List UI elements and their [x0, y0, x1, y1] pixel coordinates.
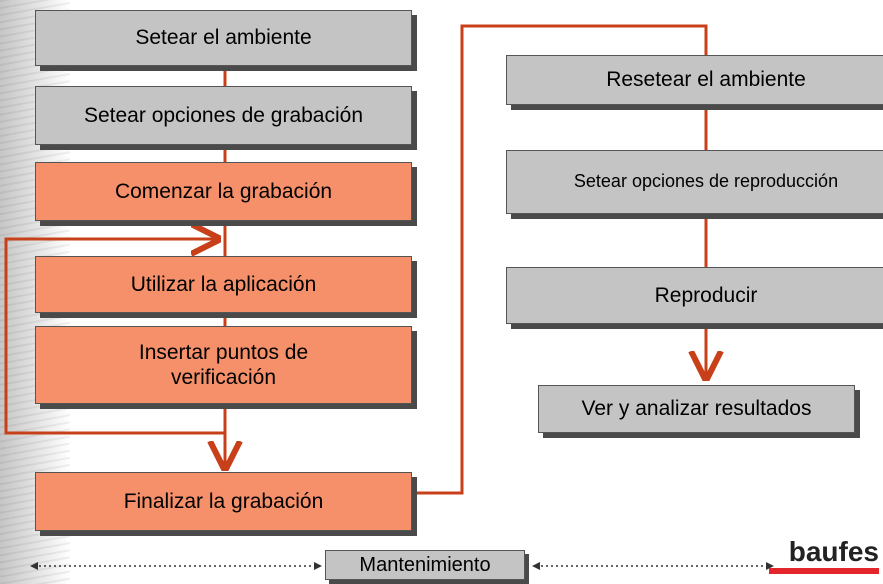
- step-use-application: Utilizar la aplicación: [35, 256, 412, 313]
- logo-underline: [769, 568, 879, 574]
- step-label: Setear opciones de reproducción: [573, 171, 839, 192]
- step-setup-recording-options: Setear opciones de grabación: [35, 86, 412, 145]
- cross-connector: [412, 24, 708, 495]
- maintenance-arrowhead-mid-right: [532, 562, 540, 570]
- step-setup-playback-options: Setear opciones de reproducción: [506, 150, 883, 214]
- maintenance-text: Mantenimiento: [359, 554, 491, 576]
- step-playback: Reproducir: [506, 267, 883, 324]
- step-label: Reproducir: [654, 283, 758, 307]
- step-label: Insertar puntos de verificación: [138, 340, 309, 389]
- step-setup-environment: Setear el ambiente: [35, 10, 412, 66]
- baufes-logo: baufes: [769, 536, 879, 576]
- loop-connector: [4, 239, 225, 435]
- step-label: Comenzar la grabación: [114, 179, 333, 203]
- step-label: Setear opciones de grabación: [83, 103, 364, 127]
- step-label: Utilizar la aplicación: [130, 272, 317, 296]
- maintenance-arrowhead-mid-left: [314, 562, 322, 570]
- step-label: Resetear el ambiente: [606, 68, 806, 92]
- maintenance-label: Mantenimiento: [325, 550, 525, 580]
- logo-wordmark: baufes: [788, 536, 879, 567]
- step-label: Setear el ambiente: [135, 26, 312, 50]
- step-finish-recording: Finalizar la grabación: [35, 472, 412, 531]
- step-start-recording: Comenzar la grabación: [35, 162, 412, 221]
- maintenance-arrowhead-left: [30, 562, 38, 570]
- step-insert-checkpoints: Insertar puntos de verificación: [35, 326, 412, 404]
- step-label: Ver y analizar resultados: [581, 397, 812, 421]
- step-reset-environment: Resetear el ambiente: [506, 55, 883, 105]
- step-label: Finalizar la grabación: [123, 489, 324, 513]
- maintenance-arrowhead-right: [766, 562, 774, 570]
- step-view-results: Ver y analizar resultados: [538, 385, 855, 433]
